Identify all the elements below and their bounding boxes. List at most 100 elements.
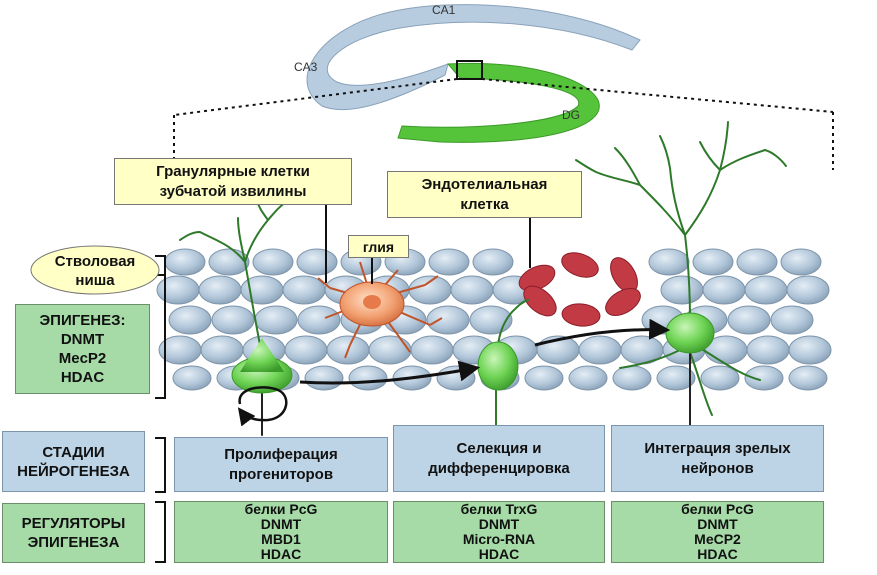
tissue-cell — [200, 335, 244, 365]
reg-integr-line-2: DNMT — [697, 516, 738, 532]
granular-cells-line-1: Гранулярные клетки — [156, 162, 310, 180]
epigenesis-box: ЭПИГЕНЕЗ: DNMT MecP2 HDAC — [15, 304, 150, 394]
dentate-gyrus-shape — [397, 62, 600, 143]
reg-integr-line-1: белки PcG — [681, 501, 754, 517]
tissue-cell — [408, 275, 452, 305]
tissue-cell — [164, 248, 206, 276]
stage-proliferation-line-1: Пролиферация — [224, 445, 338, 463]
tissue-cell — [426, 305, 470, 335]
reg-integr-line-4: HDAC — [697, 546, 738, 562]
zoom-line-right — [481, 78, 834, 113]
glia-label: глия — [362, 238, 395, 255]
neuron-progenitor-top — [240, 338, 284, 372]
reg-prolif-line-2: DNMT — [260, 516, 302, 532]
tissue-cell — [788, 365, 828, 391]
stage-integration-line-2: нейронов — [681, 459, 754, 477]
reg-integr-line-3: MeCP2 — [694, 531, 741, 547]
stage-integration-line-1: Интеграция зрелых — [644, 439, 791, 457]
neuron-mature — [665, 312, 715, 354]
endothelial-line-2: клетка — [460, 195, 509, 213]
tissue-cell — [297, 305, 341, 335]
reg-select-line-3: Micro-RNA — [462, 531, 536, 547]
migration-arrow-1 — [299, 360, 481, 385]
ca3-label: CA3 — [294, 60, 318, 74]
tissue-cell — [472, 248, 514, 276]
reg-select-line-4: HDAC — [478, 546, 520, 562]
neuron-dendrites — [179, 121, 787, 436]
endothelial-cell-callout: Эндотелиальная клетка — [387, 171, 582, 218]
tissue-cell — [254, 305, 298, 335]
tissue-cell — [744, 365, 784, 391]
tissue-cell — [770, 305, 814, 335]
reg-select-line-2: DNMT — [478, 516, 520, 532]
tissue-cell — [282, 275, 326, 305]
tissue-cell — [692, 248, 734, 276]
tissue-cell — [660, 275, 704, 305]
tissue-cell — [524, 365, 564, 391]
tissue-cell — [348, 365, 388, 391]
regulators-label-line-1: РЕГУЛЯТОРЫ — [21, 515, 126, 532]
tissue-cell — [168, 305, 212, 335]
stem-niche-line-2: ниша — [75, 272, 115, 289]
tissue-cell — [156, 275, 200, 305]
neuron-differentiating — [477, 341, 519, 391]
blood-vessel — [518, 252, 641, 327]
stage-integration: Интеграция зрелых нейронов — [611, 425, 824, 492]
tissue-cell — [786, 275, 830, 305]
zoom-box — [456, 60, 483, 80]
regulators-selection: белки TrxG DNMT Micro-RNA HDAC — [393, 501, 605, 563]
tissue-cell — [284, 335, 328, 365]
tissue-cell — [304, 365, 344, 391]
tissue-cell — [780, 248, 822, 276]
regulators-row-label: РЕГУЛЯТОРЫ ЭПИГЕНЕЗА — [2, 503, 145, 563]
endothelial-line-1: Эндотелиальная — [421, 175, 548, 193]
stages-bracket — [155, 437, 166, 493]
tissue-cell — [252, 248, 294, 276]
tissue-cell — [702, 275, 746, 305]
tissue-cell — [568, 365, 608, 391]
tissue-cell-layer — [156, 248, 832, 391]
stem-niche-callout: Стволовая ниша — [36, 250, 154, 292]
tissue-cell — [368, 335, 412, 365]
epigenesis-line-2: DNMT — [60, 331, 105, 348]
stem-niche-line-1: Стволовая — [54, 253, 136, 270]
granular-cells-line-2: зубчатой извилины — [159, 182, 307, 200]
stage-selection: Селекция и дифференцировка — [393, 425, 605, 492]
regulators-integration: белки PcG DNMT MeCP2 HDAC — [611, 501, 824, 563]
glia-callout: глия — [348, 235, 409, 258]
reg-prolif-line-4: HDAC — [260, 546, 302, 562]
tissue-cell — [428, 248, 470, 276]
tissue-cell — [211, 305, 255, 335]
regulators-proliferation: белки PcG DNMT MBD1 HDAC — [174, 501, 388, 563]
tissue-cell — [410, 335, 454, 365]
reg-prolif-line-1: белки PcG — [244, 501, 318, 517]
stage-proliferation: Пролиферация прогениторов — [174, 437, 388, 492]
regulators-label-line-2: ЭПИГЕНЕЗА — [27, 534, 120, 551]
epigenesis-bracket — [155, 255, 166, 399]
tissue-cell — [198, 275, 242, 305]
self-renewal-arrow — [237, 386, 288, 427]
granular-cells-callout: Гранулярные клетки зубчатой извилины — [114, 158, 352, 205]
tissue-cell — [746, 335, 790, 365]
stages-row-label: СТАДИИ НЕЙРОГЕНЕЗА — [2, 431, 145, 492]
stage-proliferation-line-2: прогениторов — [228, 465, 334, 483]
epigenesis-line-1: ЭПИГЕНЕЗ: — [39, 312, 126, 329]
reg-select-line-1: белки TrxG — [460, 501, 538, 517]
glia-cell — [317, 261, 443, 359]
tissue-cell — [469, 305, 513, 335]
epigenesis-line-3: MecP2 — [58, 350, 107, 367]
tissue-cell — [612, 365, 652, 391]
ca-region-shape — [306, 4, 641, 110]
tissue-cell — [578, 335, 622, 365]
tissue-cell — [172, 365, 212, 391]
reg-prolif-line-3: MBD1 — [261, 531, 301, 547]
stage-selection-line-2: дифференцировка — [428, 459, 570, 477]
tissue-cell — [700, 365, 740, 391]
stage-selection-line-1: Селекция и — [456, 439, 542, 457]
epigenesis-line-4: HDAC — [60, 369, 105, 386]
dg-label: DG — [562, 108, 580, 122]
tissue-cell — [736, 248, 778, 276]
tissue-cell — [744, 275, 788, 305]
